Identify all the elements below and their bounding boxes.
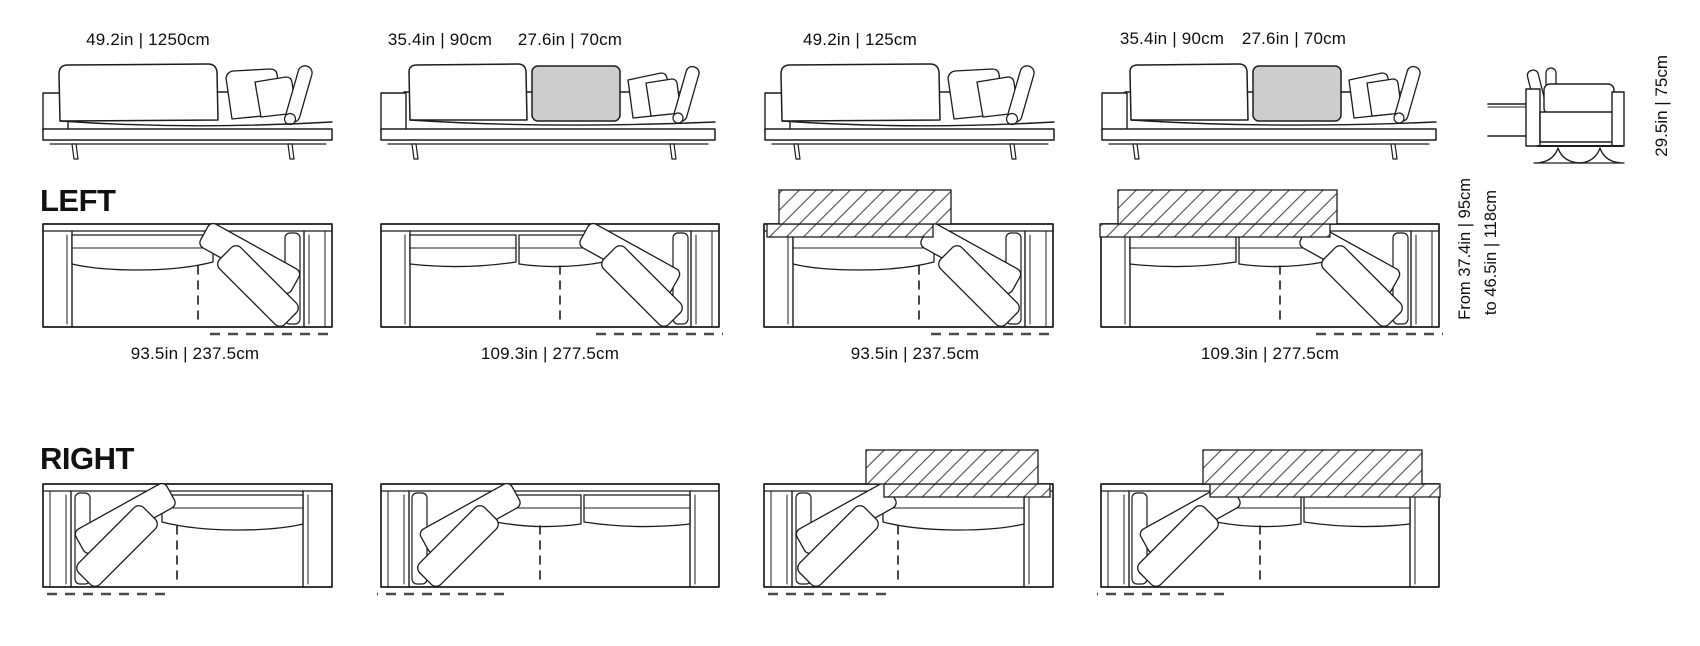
section-title-left: LEFT: [40, 183, 116, 218]
plan-view-right-2: [375, 480, 721, 596]
sofa-front-view-4: [1101, 63, 1437, 160]
table-depth-label-line1: From 37.4in | 95cm: [1456, 178, 1474, 320]
side-height-label: 29.5in | 75cm: [1652, 55, 1671, 157]
section-title-right: RIGHT: [40, 441, 134, 476]
plan-view-right-4-with-table: [1095, 449, 1441, 596]
plan-view-right-3-with-table: [758, 449, 1055, 596]
plan-view-left-3-with-table: [762, 189, 1059, 336]
plan-length-label-1: 93.5in | 237.5cm: [130, 344, 260, 363]
front-width-label-3: 49.2in | 125cm: [802, 30, 917, 49]
plan-length-label-3: 93.5in | 237.5cm: [850, 344, 980, 363]
sofa-front-view-2: [380, 63, 716, 160]
plan-length-label-4: 109.3in | 277.5cm: [1200, 344, 1340, 363]
front-seat-width-label-4: 35.4in | 90cm: [1119, 29, 1225, 48]
plan-view-left-1: [41, 220, 338, 336]
front-back-width-label-2: 27.6in | 70cm: [517, 30, 623, 49]
plan-view-left-4-with-table: [1099, 189, 1445, 336]
front-back-width-label-4: 27.6in | 70cm: [1241, 29, 1347, 48]
plan-view-left-2: [379, 220, 725, 336]
table-depth-label-line2: to 46.5in | 118cm: [1482, 190, 1500, 316]
front-seat-width-label-2: 35.4in | 90cm: [387, 30, 493, 49]
sofa-side-view: [1487, 67, 1625, 164]
sofa-front-view-3: [764, 63, 1055, 160]
sofa-front-view-1: [42, 63, 333, 160]
plan-length-label-2: 109.3in | 277.5cm: [480, 344, 620, 363]
plan-view-right-1: [37, 480, 334, 596]
front-width-label-1: 49.2in | 1250cm: [86, 30, 210, 49]
